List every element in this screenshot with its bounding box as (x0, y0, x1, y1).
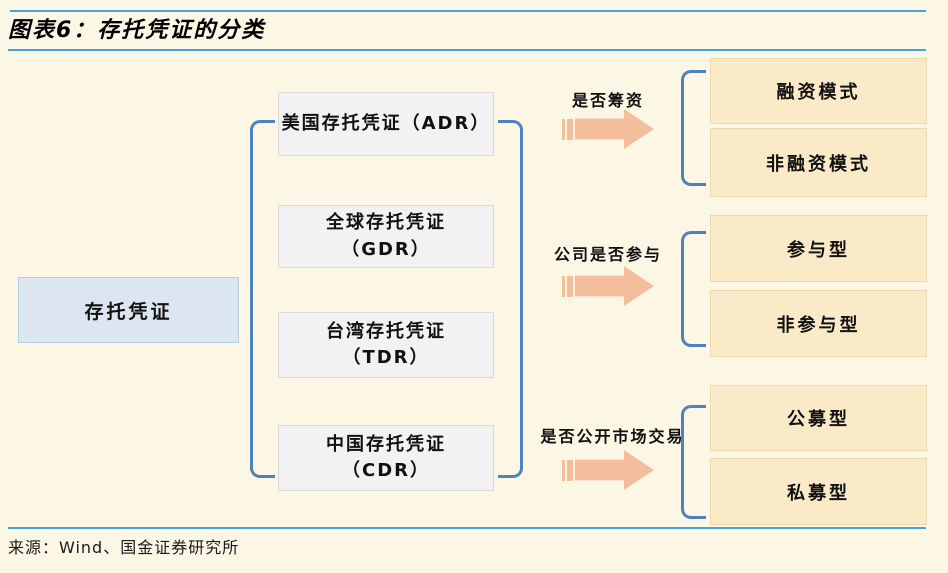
arrow-head (575, 266, 654, 306)
arrow-stripe (562, 459, 565, 481)
dr-type-label: 全球存托凭证 (326, 212, 446, 234)
top-rule (10, 10, 926, 12)
right-arrow-icon (562, 450, 654, 490)
outcome-box-non-participating: 非参与型 (710, 290, 927, 357)
outcome-label: 融资模式 (776, 82, 861, 103)
dr-type-sublabel: （CDR） (341, 460, 430, 481)
outcome-box-participating: 参与型 (710, 215, 927, 282)
dr-type-box-tdr: 台湾存托凭证 （TDR） (278, 312, 494, 378)
dr-type-box-adr: 美国存托凭证（ADR） (278, 92, 494, 156)
page-title: 图表6：存托凭证的分类 (8, 18, 266, 43)
outcome-label: 私募型 (787, 482, 850, 504)
outcome-bracket-public-trading (681, 405, 706, 519)
arrow-stripe (567, 118, 573, 140)
criterion-label-funding: 是否筹资 (571, 91, 644, 110)
arrow-head (575, 109, 654, 149)
dr-type-label: 台湾存托凭证 (326, 320, 446, 342)
source-note: 来源：Wind、国金证券研究所 (8, 538, 240, 557)
outcome-bracket-funding (681, 70, 706, 186)
arrow-stripe (562, 118, 565, 140)
root-node-label: 存托凭证 (84, 300, 173, 323)
outcome-box-private-placement: 私募型 (710, 458, 927, 525)
arrow-stripe (562, 275, 565, 297)
dr-type-sublabel: （TDR） (342, 347, 430, 368)
outcome-label: 非参与型 (776, 314, 861, 336)
right-arrow-icon (562, 266, 654, 306)
outcome-label: 非融资模式 (766, 153, 871, 175)
arrow-stripe (567, 459, 573, 481)
root-node-box: 存托凭证 (18, 277, 239, 343)
criterion-label-participation: 公司是否参与 (553, 245, 662, 264)
outcome-label: 公募型 (787, 409, 850, 430)
dr-type-label: 美国存托凭证（ADR） (281, 112, 491, 134)
dr-type-box-gdr: 全球存托凭证 （GDR） (278, 205, 494, 268)
right-arrow-icon (562, 109, 654, 149)
arrow-head (575, 450, 654, 490)
dr-type-box-cdr: 中国存托凭证 （CDR） (278, 425, 494, 491)
left-group-bracket (250, 120, 275, 478)
dr-type-label: 中国存托凭证 (326, 433, 446, 455)
outcome-box-non-financing: 非融资模式 (710, 128, 927, 197)
outcome-bracket-participation (681, 231, 706, 347)
bottom-rule (8, 527, 926, 529)
outcome-box-public-offering: 公募型 (710, 385, 927, 451)
outcome-box-financing: 融资模式 (710, 58, 927, 124)
right-group-bracket (498, 120, 523, 478)
criterion-label-public-trading: 是否公开市场交易 (540, 427, 685, 446)
dr-type-sublabel: （GDR） (341, 238, 431, 260)
title-divider-rule (8, 49, 926, 51)
arrow-stripe (567, 275, 573, 297)
outcome-label: 参与型 (787, 239, 850, 261)
